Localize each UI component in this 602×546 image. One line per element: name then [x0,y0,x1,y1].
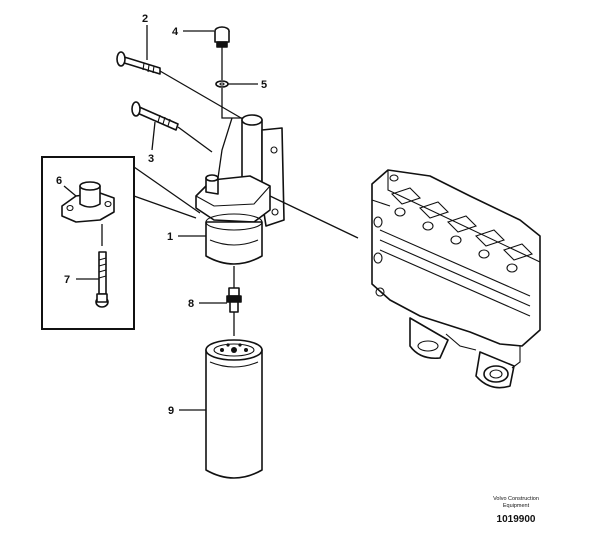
part-9-filter [205,339,263,479]
assembly-leader-to-block [269,195,359,239]
drawing-number: 1019900 [497,514,536,525]
part-7-bolt [95,224,109,308]
callout-6: 6 [56,175,62,187]
part-4-plug [214,26,230,80]
part-1-filter-head [195,114,285,265]
part-3-bolt [131,101,213,153]
detail-inset-box [41,156,135,330]
callout-1: 1 [167,231,173,243]
callout-8: 8 [188,298,194,310]
callout-2: 2 [142,13,148,25]
callout-5: 5 [261,79,267,91]
part-2-bolt [116,51,249,123]
inset-leader-upper [133,166,201,214]
part-6-flange-fitting [61,181,115,223]
inset-leader-lower [133,195,197,219]
leader-6 [63,185,77,197]
credit-line-1: Volvo Construction [493,496,539,502]
callout-4: 4 [172,26,179,38]
credit-line-2: Equipment [503,503,530,509]
callout-7: 7 [64,274,70,286]
callout-9: 9 [168,405,174,417]
part-8-nipple [226,266,242,336]
engine-block [371,169,541,389]
leader-3 [151,121,156,151]
callout-3: 3 [148,153,154,165]
